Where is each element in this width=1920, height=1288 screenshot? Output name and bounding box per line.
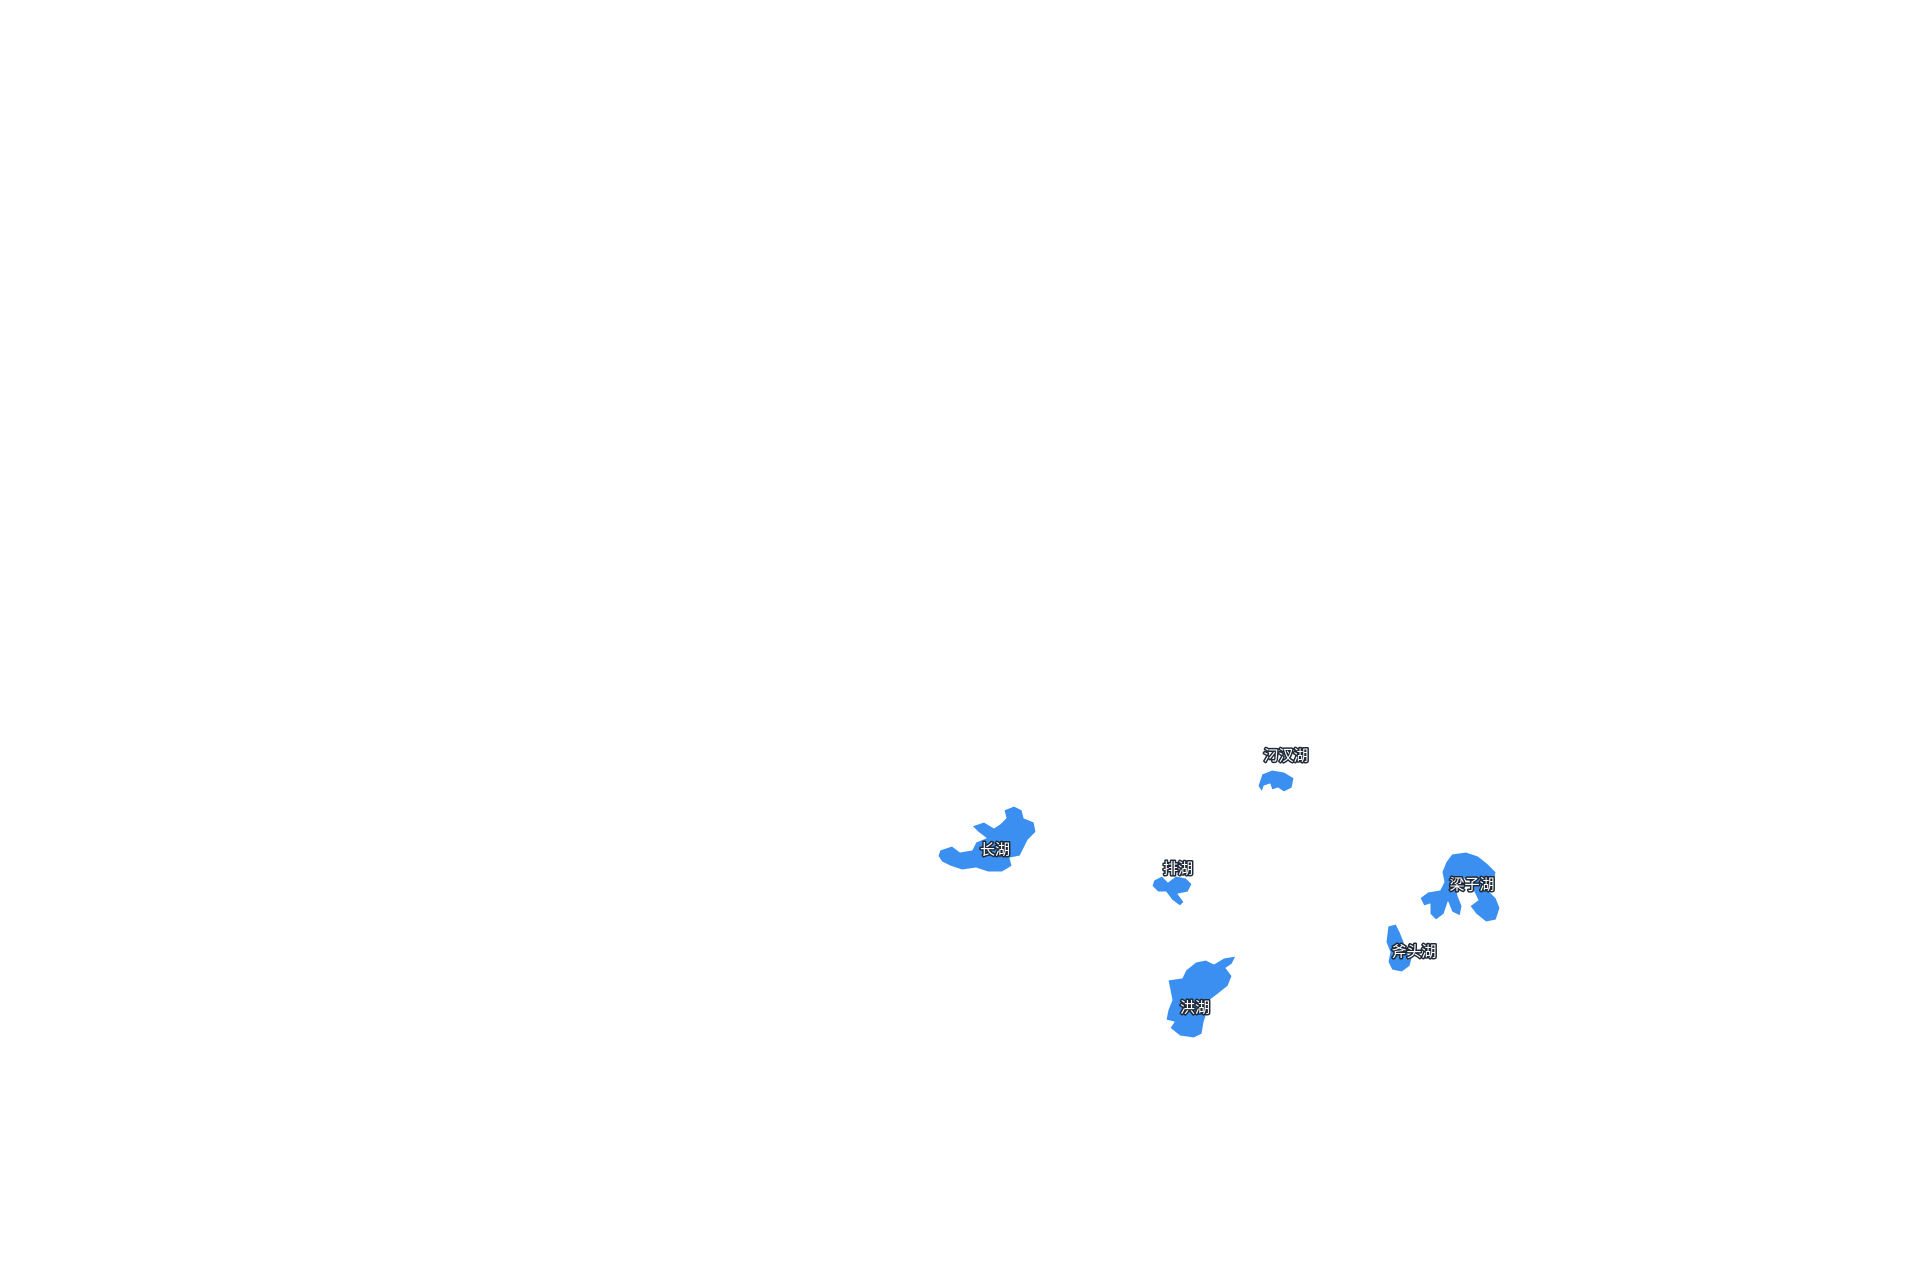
lake-shape-diaochahu[interactable]: [1257, 769, 1295, 793]
lake-futouhu[interactable]: 斧头湖: [1385, 923, 1438, 973]
lake-label-futouhu: 斧头湖: [1391, 943, 1436, 961]
lake-shape-paihu[interactable]: [1151, 875, 1193, 907]
lake-label-diaochahu: 汈汊湖: [1263, 747, 1308, 765]
lake-diaochahu[interactable]: 汈汊湖: [1257, 745, 1310, 793]
lake-label-paihu: 排湖: [1163, 860, 1193, 878]
lake-shape-futouhu[interactable]: [1385, 923, 1413, 973]
lake-paihu[interactable]: 排湖: [1151, 858, 1195, 907]
lake-shape-liangzihu[interactable]: [1419, 851, 1501, 923]
lake-label-honghu: 洪湖: [1180, 999, 1210, 1017]
lake-label-changhu: 长湖: [980, 841, 1010, 859]
lake-honghu[interactable]: 洪湖: [1165, 955, 1237, 1039]
lake-label-liangzihu: 梁子湖: [1449, 876, 1494, 894]
lake-changhu[interactable]: 长湖: [937, 805, 1037, 873]
lake-liangzihu[interactable]: 梁子湖: [1419, 851, 1501, 923]
lake-shape-changhu[interactable]: [937, 805, 1037, 873]
lake-shape-honghu[interactable]: [1165, 955, 1237, 1039]
